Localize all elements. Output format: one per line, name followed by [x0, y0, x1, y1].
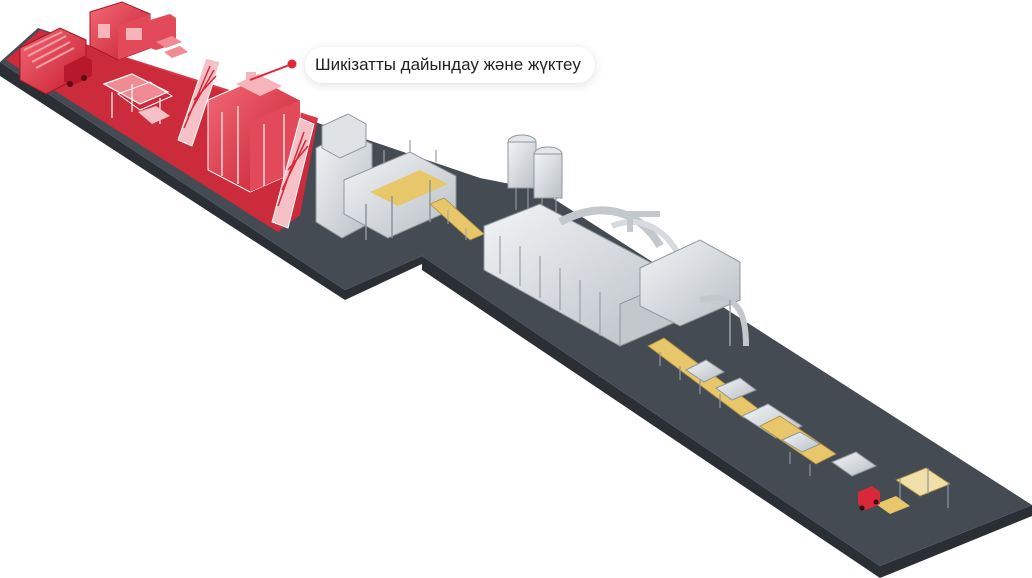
- callout-leader: [249, 59, 297, 81]
- stage-callout[interactable]: Шикізатты дайындау және жүктеу: [305, 47, 595, 83]
- callout-dot-icon: [287, 59, 297, 69]
- cutting-station[interactable]: [740, 403, 837, 476]
- pallets: [156, 36, 188, 58]
- packing-station[interactable]: [830, 451, 951, 514]
- hopper-station: [102, 73, 174, 124]
- stage-callout-label: Шикізатты дайындау және жүктеу: [315, 55, 581, 74]
- bucket-elevator: [271, 117, 315, 229]
- inclined-conveyor: [177, 57, 221, 147]
- forklift: [858, 486, 880, 511]
- drying-oven[interactable]: [483, 134, 749, 347]
- raw-material-zone[interactable]: [6, 1, 318, 232]
- mixing-section[interactable]: [315, 113, 457, 240]
- silos: [507, 134, 563, 218]
- truck: [64, 56, 92, 87]
- warehouse-building: [89, 1, 176, 61]
- floor-left-side: [0, 62, 422, 300]
